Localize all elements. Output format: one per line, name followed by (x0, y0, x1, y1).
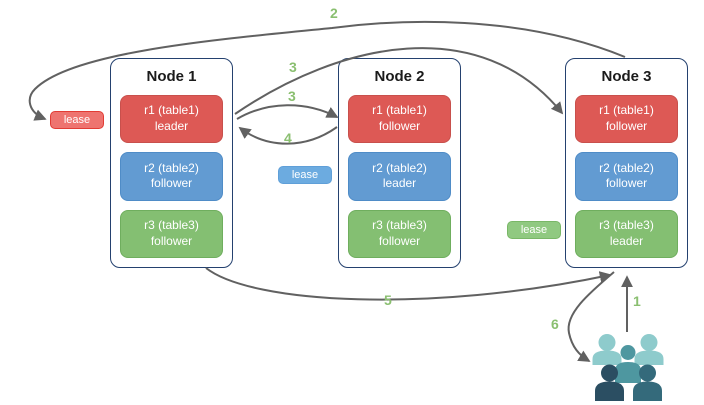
node-1-replica-r3: r3 (table3) follower (120, 209, 223, 258)
replica-role: follower (150, 176, 193, 191)
step-label-5: 5 (384, 292, 392, 308)
node-3: Node 3 r1 (table1) follower r2 (table2) … (565, 58, 688, 268)
node-2: Node 2 r1 (table1) follower r2 (table2) … (338, 58, 461, 268)
node-3-replica-r1: r1 (table1) follower (575, 95, 678, 144)
replica-role: follower (378, 233, 421, 248)
arrow-step-6 (567, 271, 615, 362)
step-label-2: 2 (330, 5, 338, 21)
replica-label: r3 (table3) (599, 217, 654, 232)
step-label-1: 1 (633, 293, 641, 309)
node-2-replica-r1: r1 (table1) follower (348, 95, 451, 144)
replica-role: leader (154, 119, 189, 134)
replica-role: follower (378, 119, 421, 134)
step-label-4: 4 (284, 130, 292, 146)
replica-role: follower (605, 119, 648, 134)
arrow-step-3-to-node3 (234, 47, 564, 115)
node-1-title: Node 1 (146, 68, 197, 85)
replica-label: r3 (table3) (372, 217, 427, 232)
arrow-step-4 (238, 126, 338, 145)
arrow-step-2 (28, 20, 626, 121)
node-2-title: Node 2 (374, 68, 425, 85)
replica-label: r3 (table3) (144, 217, 199, 232)
replica-label: r1 (table1) (372, 103, 427, 118)
replica-role: follower (605, 176, 648, 191)
replica-label: r1 (table1) (144, 103, 199, 118)
node-3-replica-r2: r2 (table2) follower (575, 152, 678, 201)
lease-badge-table3: lease (507, 221, 561, 239)
replica-label: r2 (table2) (372, 160, 427, 175)
replica-role: leader (382, 176, 417, 191)
node-1: Node 1 r1 (table1) leader r2 (table2) fo… (110, 58, 233, 268)
node-3-replica-r3: r3 (table3) leader (575, 209, 678, 258)
replica-role: follower (150, 233, 193, 248)
lease-badge-table1: lease (50, 111, 104, 129)
node-3-title: Node 3 (601, 68, 652, 85)
replica-label: r1 (table1) (599, 103, 654, 118)
arrow-step-3-to-node2 (236, 104, 339, 120)
lease-badge-table2: lease (278, 166, 332, 184)
replica-label: r2 (table2) (599, 160, 654, 175)
node-1-replica-r1: r1 (table1) leader (120, 95, 223, 144)
node-2-replica-r3: r3 (table3) follower (348, 209, 451, 258)
arrow-step-5 (205, 267, 612, 301)
step-label-6: 6 (551, 316, 559, 332)
users-group-icon (592, 334, 664, 401)
node-2-replica-r2: r2 (table2) leader (348, 152, 451, 201)
step-label-3a: 3 (289, 59, 297, 75)
replica-role: leader (609, 233, 644, 248)
replica-label: r2 (table2) (144, 160, 199, 175)
step-label-3b: 3 (288, 88, 296, 104)
node-1-replica-r2: r2 (table2) follower (120, 152, 223, 201)
